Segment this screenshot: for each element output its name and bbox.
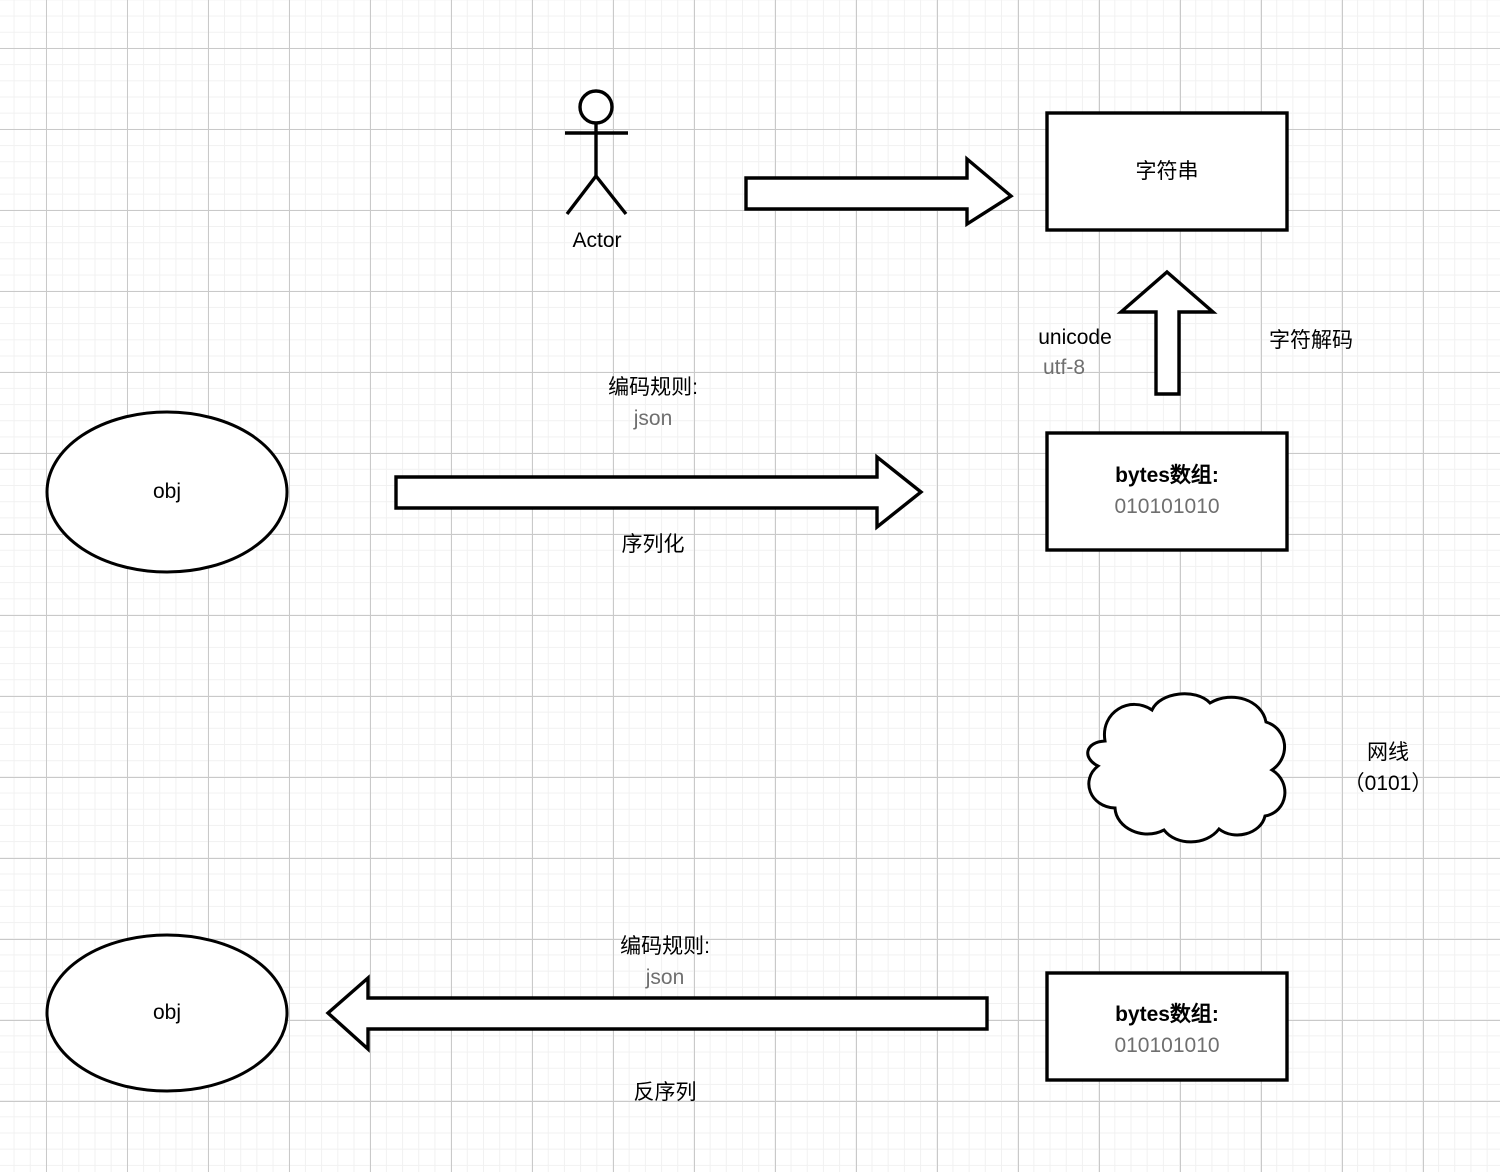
obj-top-label: obj [152,480,182,503]
deserialize-arrow [325,974,989,1053]
unicode-label: unicode [1038,326,1112,349]
actor-label: Actor [572,229,622,252]
string-box [1045,111,1289,232]
serialize-label: 序列化 [621,533,685,556]
bytes-box-top [1045,431,1289,552]
network-label-line1: 网线 [1367,741,1409,764]
bytes-box-top-line2: 010101010 [1114,495,1220,518]
obj-ellipse-top [45,410,289,574]
actor-leg-left-line [565,174,598,216]
actor-leg-right-line [594,174,628,216]
serialize-arrow [394,453,924,531]
actor-figure [565,89,628,216]
utf8-label: utf-8 [1042,356,1086,379]
bytes-box-bottom [1045,971,1289,1082]
actor-head-icon [578,89,614,125]
serialize-rule-line1: 编码规则: [608,376,698,399]
obj-bottom-label: obj [152,1001,182,1024]
actor-to-string-arrow [744,155,1014,228]
bytes-to-string-arrow [1116,269,1218,396]
bytes-box-bottom-line1: bytes数组: [1115,1003,1219,1026]
bytes-box-top-line1: bytes数组: [1115,464,1219,487]
deserialize-rule-line1: 编码规则: [620,935,710,958]
deserialize-rule-line2: json [645,966,685,989]
bytes-box-bottom-line2: 010101010 [1114,1034,1220,1057]
serialize-rule-line2: json [633,407,673,430]
string-box-label: 字符串 [1135,160,1199,183]
deserialize-label: 反序列 [633,1081,697,1104]
network-cloud-shape [1086,692,1287,844]
character-decode-label: 字符解码 [1269,329,1353,352]
obj-ellipse-bottom [45,933,289,1093]
network-label-line2: （0101） [1343,772,1433,795]
